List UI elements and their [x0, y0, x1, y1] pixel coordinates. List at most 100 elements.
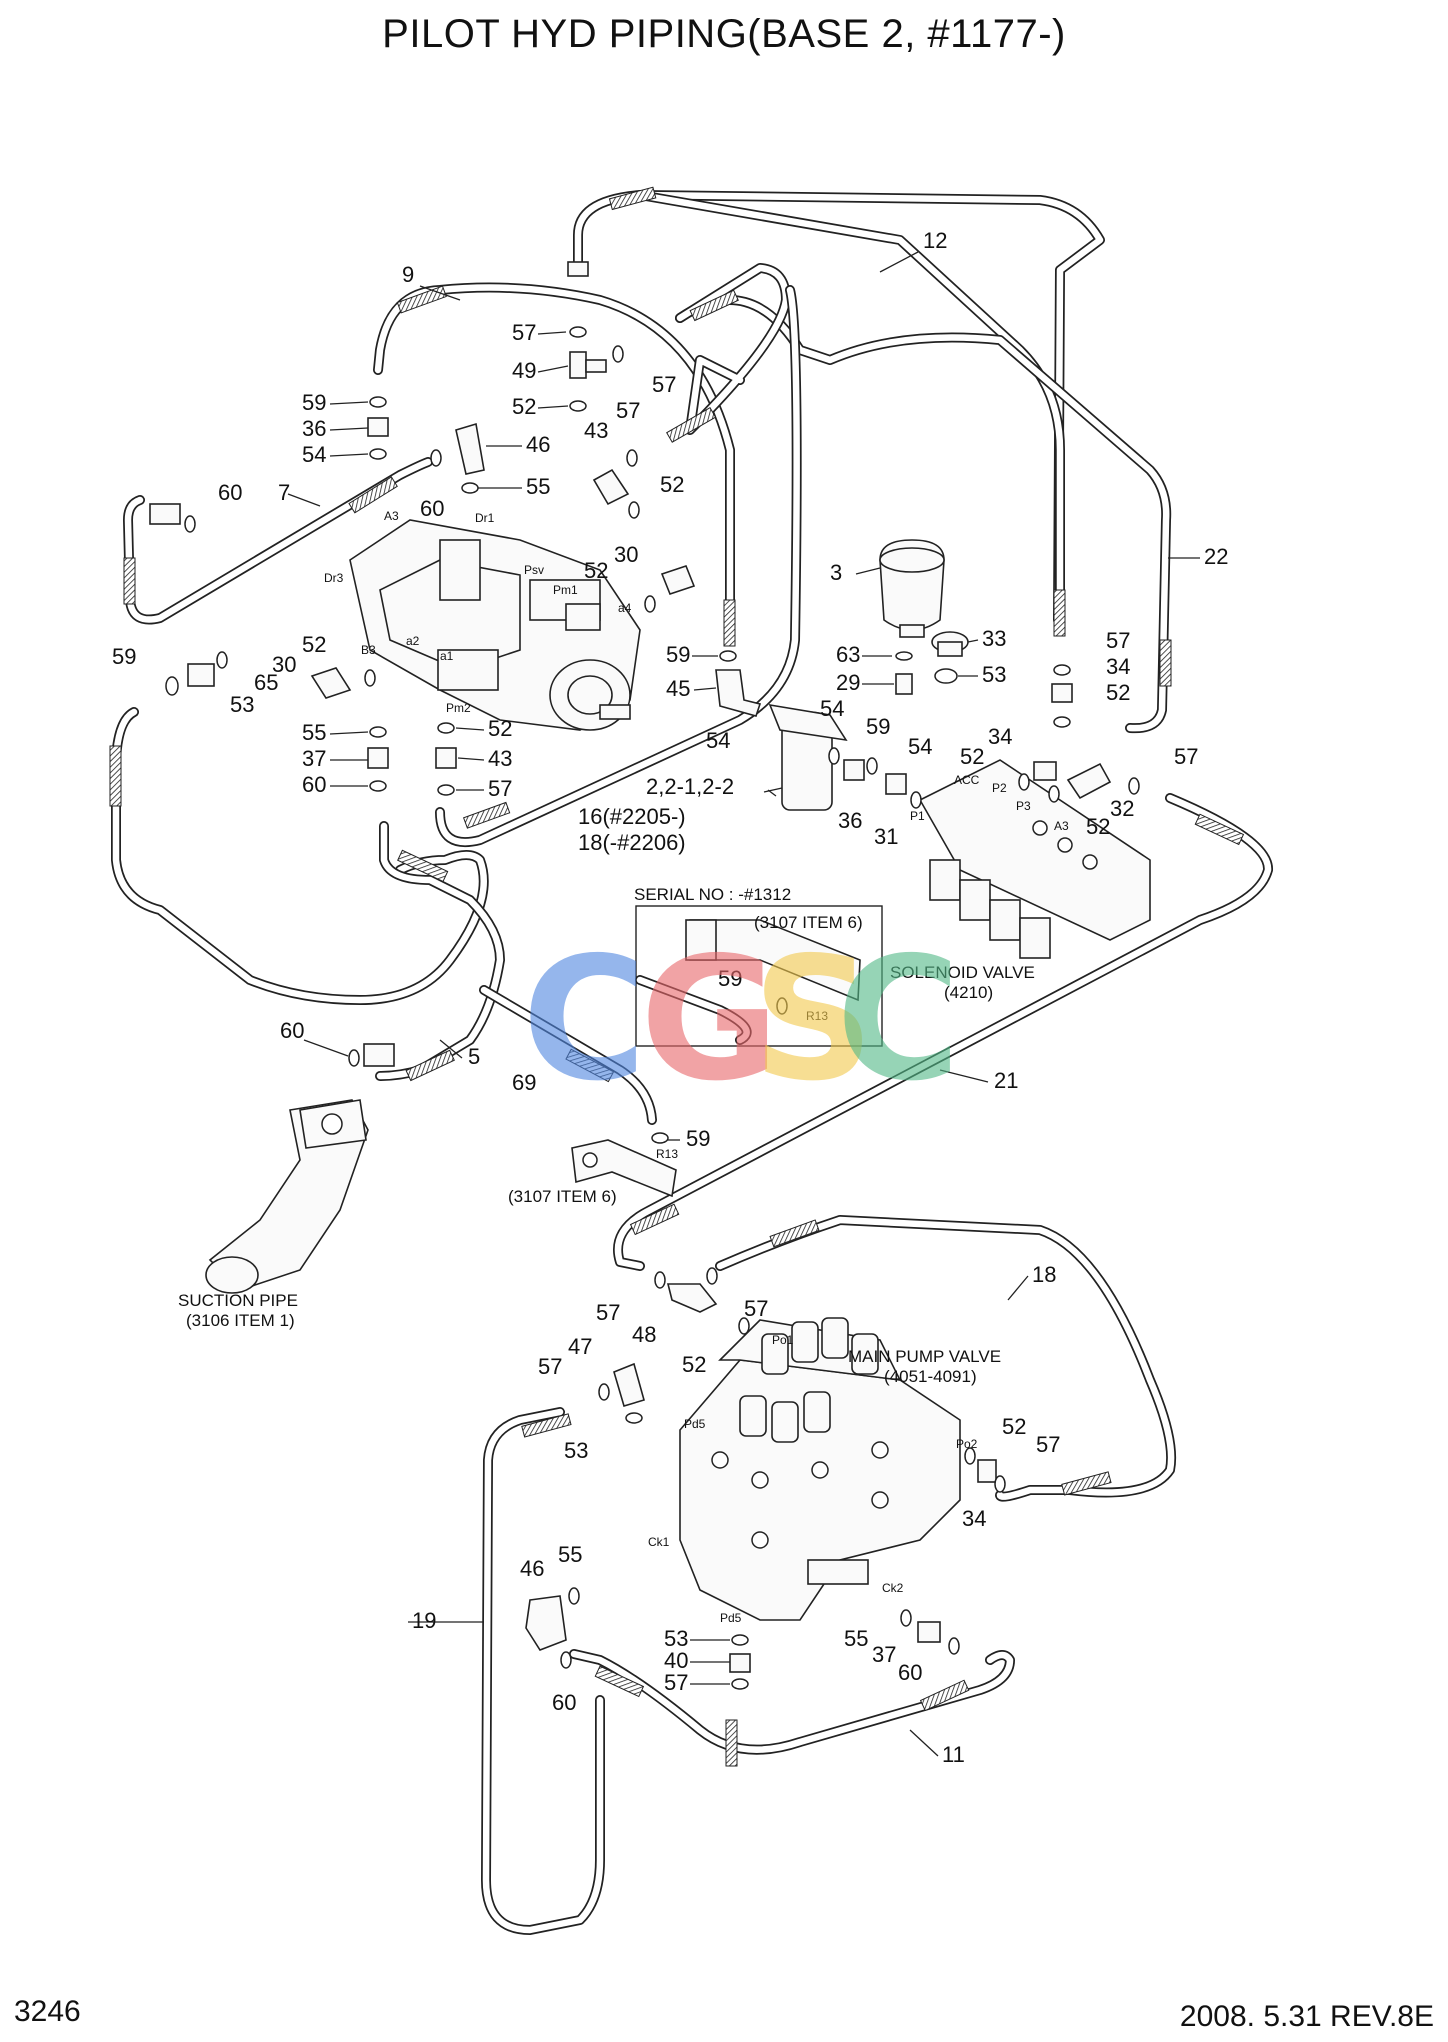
- watermark-letter: S: [752, 921, 874, 1119]
- part-label-2: 2,2-1,2-2: [646, 774, 734, 799]
- port-label: a1: [440, 649, 454, 663]
- callout-number: 36: [838, 808, 862, 833]
- callout-number: 57: [652, 372, 676, 397]
- callout-number: 30: [272, 652, 296, 677]
- callout-number: 22: [1204, 544, 1228, 569]
- callout-number: 45: [666, 676, 690, 701]
- port-label: P1: [910, 809, 925, 823]
- callout-numbers: 12 9 57 49 57 52 59 36 54 43 57 46 55 60…: [112, 228, 1228, 1767]
- callout-number: 59: [666, 642, 690, 667]
- callout-number: 52: [682, 1352, 706, 1377]
- port-label: Psv: [524, 563, 544, 577]
- leader-lines: [287, 251, 1200, 1757]
- part-label-16: 16(#2205-): [578, 804, 686, 829]
- callout-number: 52: [660, 472, 684, 497]
- suction-pipe: [205, 1099, 369, 1294]
- callout-number: 57: [1106, 628, 1130, 653]
- port-label: Po2: [956, 1437, 978, 1451]
- callout-number: 31: [874, 824, 898, 849]
- callout-number: 30: [614, 542, 638, 567]
- callout-number: 53: [230, 692, 254, 717]
- port-label: Pd5: [720, 1611, 742, 1625]
- callout-number: 37: [872, 1642, 896, 1667]
- callout-number: 59: [112, 644, 136, 669]
- callout-number: 55: [844, 1626, 868, 1651]
- port-label: B3: [361, 643, 376, 657]
- hydraulic-pump: [349, 519, 641, 731]
- callout-number: 47: [568, 1334, 592, 1359]
- accumulator: [879, 539, 945, 638]
- callout-number: 57: [744, 1296, 768, 1321]
- port-label: a4: [618, 601, 632, 615]
- callout-number: 7: [278, 480, 290, 505]
- callout-number: 52: [960, 744, 984, 769]
- suction-pipe-ref: (3106 ITEM 1): [186, 1311, 295, 1330]
- hose-sleeves: [109, 186, 1245, 1767]
- page-number: 3246: [14, 1995, 81, 2028]
- callout-number: 57: [488, 776, 512, 801]
- callout-number: 32: [1110, 796, 1134, 821]
- callout-number: 18: [1032, 1262, 1056, 1287]
- watermark-letter: G: [640, 921, 780, 1119]
- callout-number: 55: [526, 474, 550, 499]
- port-label: Ck2: [882, 1581, 904, 1595]
- callout-number: 12: [923, 228, 947, 253]
- callout-number: 53: [982, 662, 1006, 687]
- callout-number: 57: [596, 1300, 620, 1325]
- callout-number: 9: [402, 262, 414, 287]
- callout-number: 52: [1106, 680, 1130, 705]
- callout-number: 60: [302, 772, 326, 797]
- callout-number: 60: [898, 1660, 922, 1685]
- port-label: P3: [1016, 799, 1031, 813]
- serial-inset: R13: [635, 905, 883, 1047]
- item-3107-label: (3107 ITEM 6): [754, 913, 863, 932]
- port-label: Pm2: [446, 701, 471, 715]
- callout-number: 57: [616, 398, 640, 423]
- callout-number: 33: [982, 626, 1006, 651]
- callout-number: 40: [664, 1648, 688, 1673]
- callout-number: 54: [302, 442, 326, 467]
- port-label: Pd5: [684, 1417, 706, 1431]
- callout-number: 60: [420, 496, 444, 521]
- port-label: R13: [656, 1147, 678, 1161]
- callout-number: 60: [280, 1018, 304, 1043]
- annotations: 16(#2205-) 18(-#2206) 2,2-1,2-2 SERIAL N…: [178, 774, 1035, 1386]
- callout-number: 60: [552, 1690, 576, 1715]
- callout-number: 3: [830, 560, 842, 585]
- callout-number: 34: [988, 724, 1012, 749]
- callout-number: 55: [558, 1542, 582, 1567]
- main-pump-valve-ref: (4051-4091): [884, 1367, 977, 1386]
- callout-number: 43: [584, 418, 608, 443]
- port-label: Dr1: [475, 511, 495, 525]
- callout-number: 43: [488, 746, 512, 771]
- port-label: Pm1: [553, 583, 578, 597]
- callout-number: 37: [302, 746, 326, 771]
- callout-number: 34: [962, 1506, 986, 1531]
- hose-group: [111, 190, 1273, 1935]
- callout-number: 59: [302, 390, 326, 415]
- callout-number: 54: [706, 728, 730, 753]
- fittings: [149, 261, 1140, 1690]
- port-label: Ck1: [648, 1535, 670, 1549]
- callout-number: 54: [908, 734, 932, 759]
- callout-number: 63: [836, 642, 860, 667]
- callout-number: 48: [632, 1322, 656, 1347]
- callout-number: 52: [584, 558, 608, 583]
- port-label: A3: [1054, 819, 1069, 833]
- watermark-logo: C G S C: [522, 921, 961, 1119]
- revision-stamp: 2008. 5.31 REV.8E: [1179, 2000, 1434, 2033]
- solenoid-valve-block: ACC P2 P3 A3 P1: [910, 759, 1151, 959]
- port-label: a2: [406, 634, 420, 648]
- callout-number: 11: [942, 1742, 965, 1767]
- callout-number: 29: [836, 670, 860, 695]
- callout-number: 59: [686, 1126, 710, 1151]
- callout-number: 54: [820, 696, 844, 721]
- part-label-18: 18(-#2206): [578, 830, 686, 855]
- main-pump-valve: Po1 Pd5 Po2 Ck1 Ck2 Pd5: [648, 1317, 978, 1625]
- callout-number: 49: [512, 358, 536, 383]
- pump-port-labels: A3 Dr1 Dr3 Psv Pm1 a4 B3 a2 a1 Pm2: [324, 509, 632, 715]
- item-3107-label: (3107 ITEM 6): [508, 1187, 617, 1206]
- callout-number: 46: [520, 1556, 544, 1581]
- port-label: A3: [384, 509, 399, 523]
